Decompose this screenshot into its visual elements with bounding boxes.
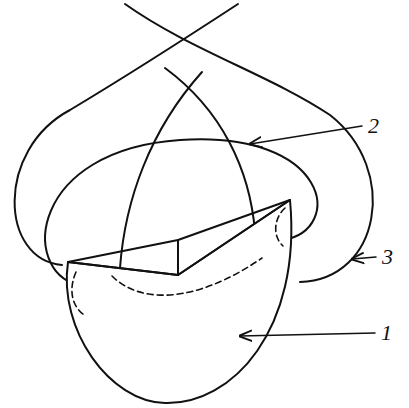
leader-line — [352, 257, 376, 259]
leader-line — [250, 126, 362, 144]
callout-number: 2 — [366, 115, 381, 137]
cup-rim — [68, 200, 290, 275]
hidden-edge — [276, 208, 285, 246]
inner-string — [165, 68, 255, 232]
hidden-edge — [112, 258, 262, 295]
callout-number: 3 — [380, 246, 395, 268]
callout-number: 1 — [379, 322, 394, 344]
inner-string — [120, 72, 202, 268]
hidden-edge — [72, 272, 86, 316]
cup-fold — [177, 240, 179, 275]
cup-body — [67, 200, 292, 403]
leader-line — [240, 333, 375, 336]
